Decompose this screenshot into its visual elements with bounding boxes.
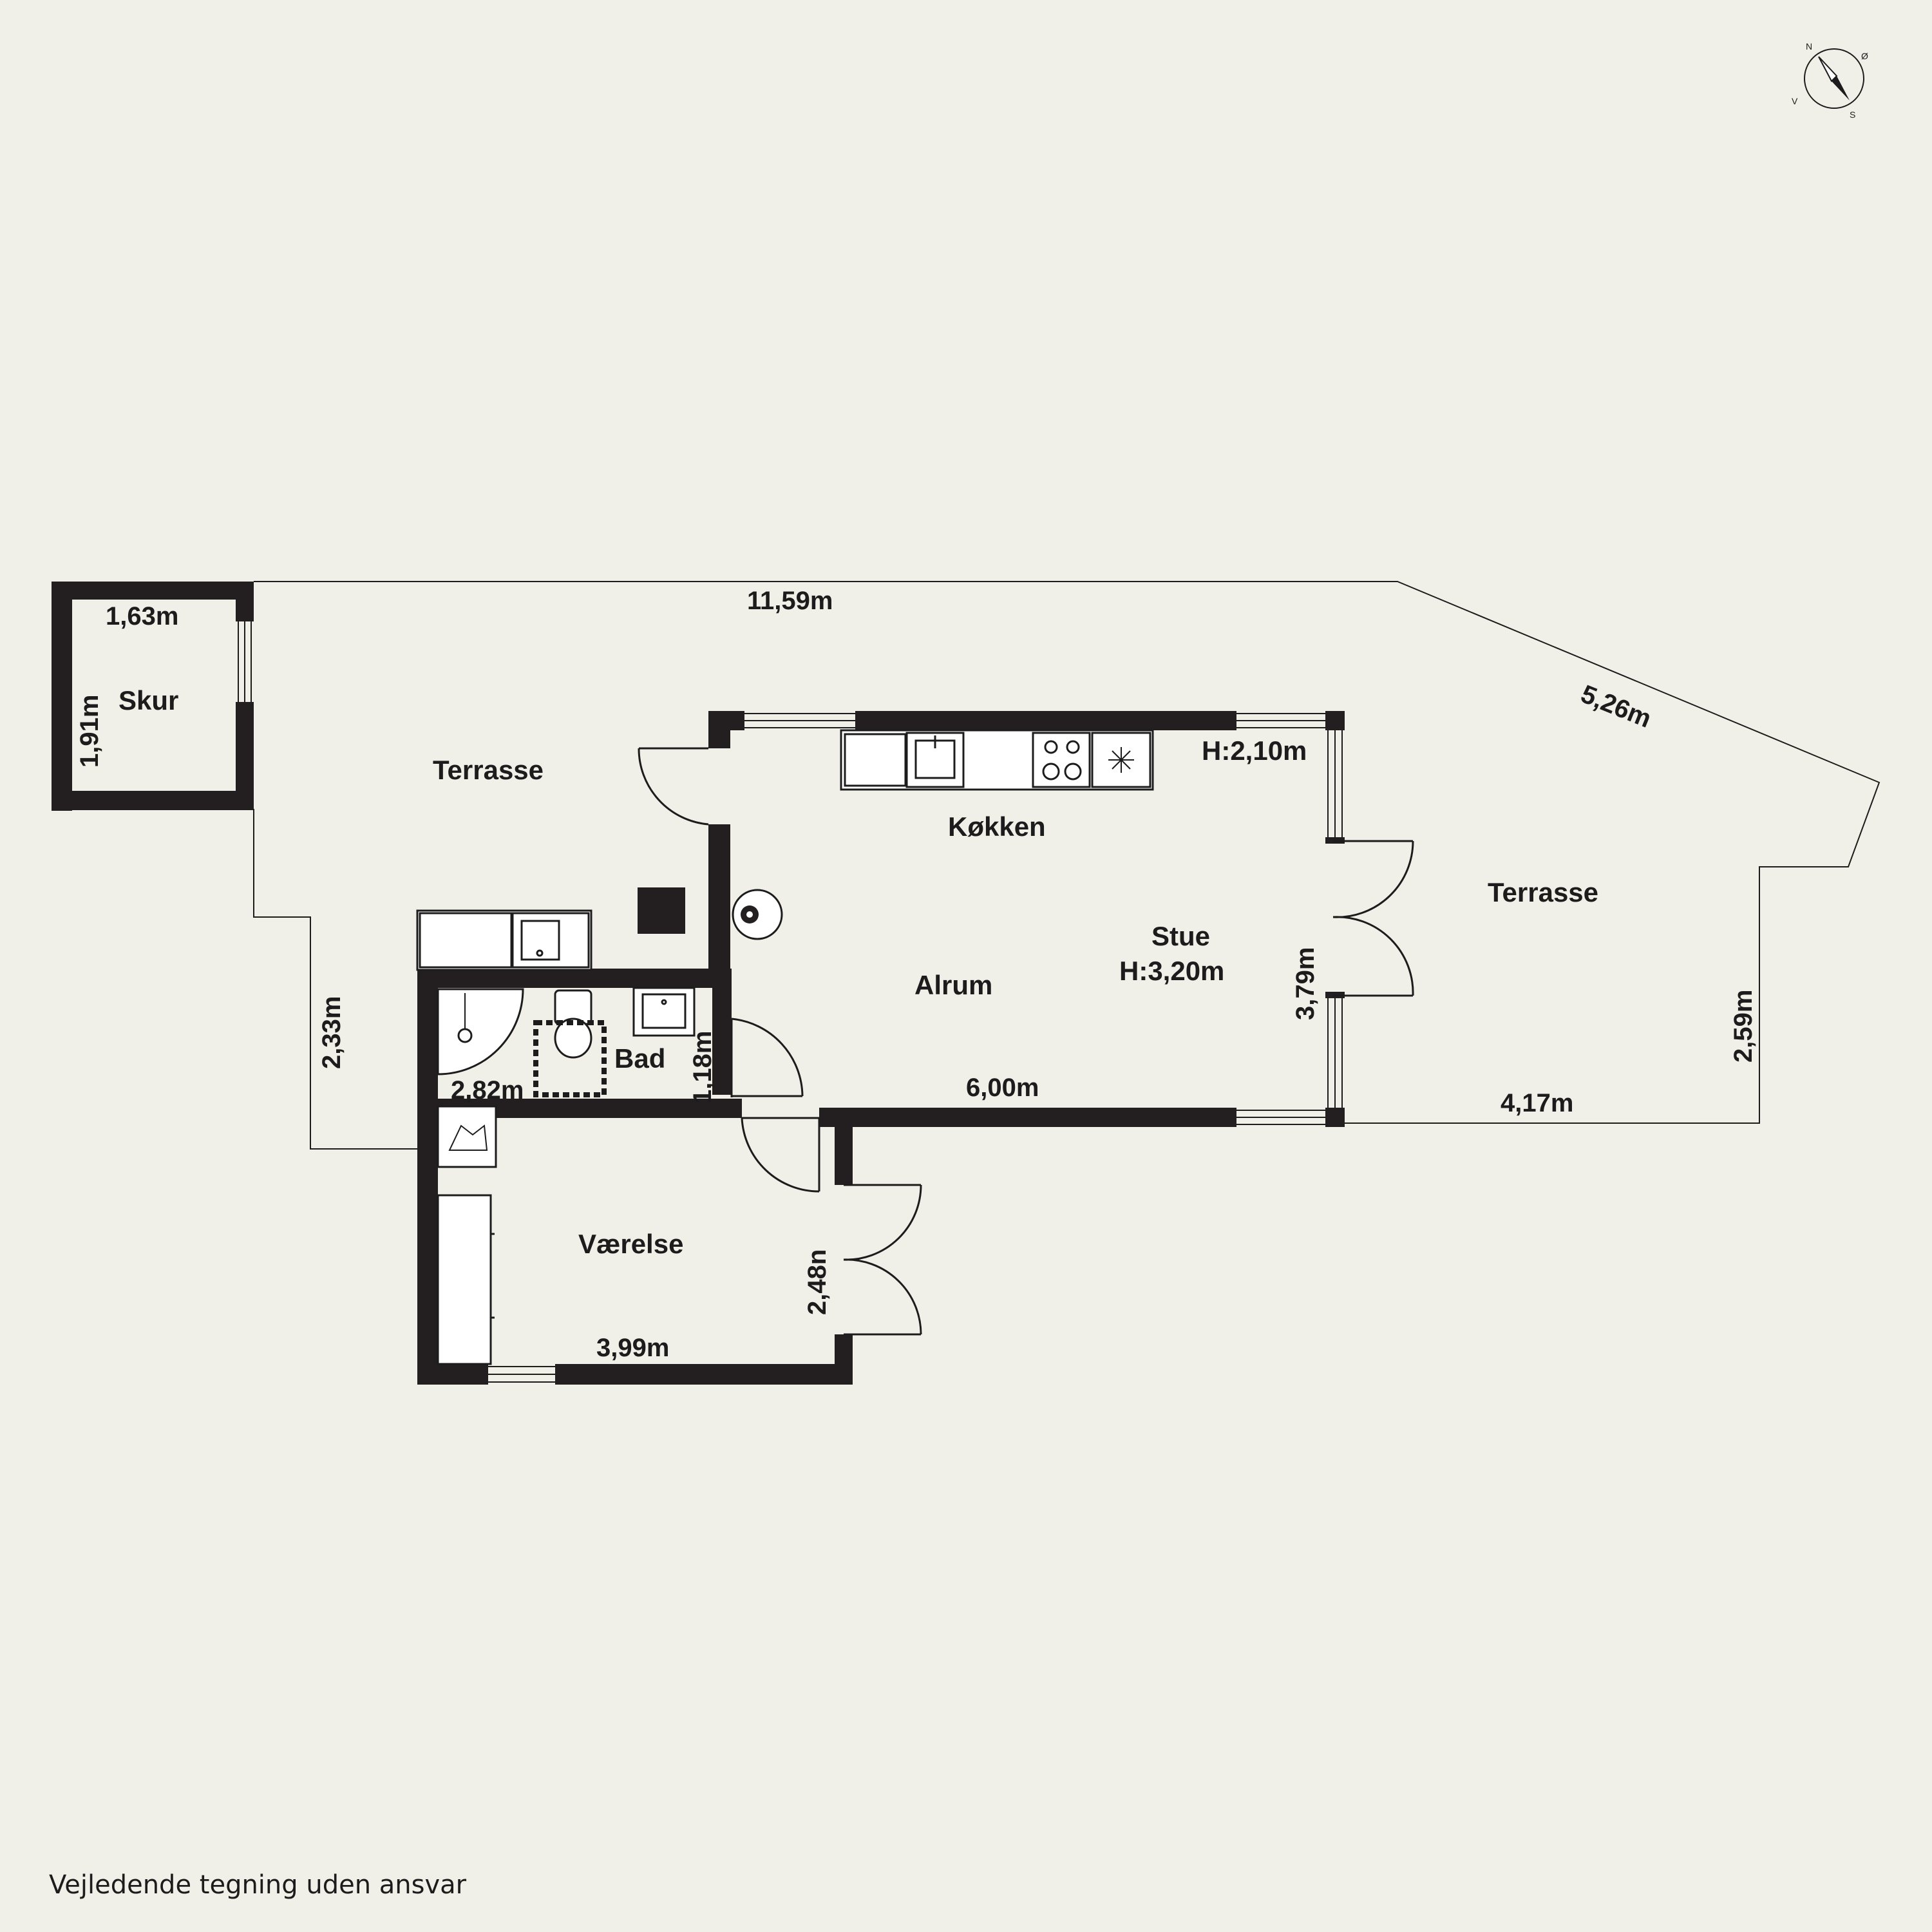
terrasse-left-lower-outline bbox=[253, 809, 417, 1150]
disclaimer-text: Vejledende tegning uden ansvar bbox=[49, 1870, 467, 1900]
wardrobe bbox=[437, 1194, 492, 1365]
room-label-bad: Bad bbox=[614, 1043, 665, 1074]
dim-bad-height: 1,18m bbox=[688, 1031, 717, 1104]
shower-icon bbox=[437, 988, 524, 1075]
dim-terrasse-right-width: 4,17m bbox=[1501, 1089, 1573, 1117]
boiler-icon bbox=[732, 889, 783, 940]
toilet-bowl-icon bbox=[554, 1018, 592, 1059]
window-top-left bbox=[744, 713, 855, 728]
door-double-right bbox=[1332, 840, 1414, 997]
compass-south-label: S bbox=[1850, 109, 1855, 120]
room-label-vaerelse: Værelse bbox=[578, 1229, 683, 1259]
room-label-stue: Stue bbox=[1151, 921, 1210, 951]
dim-diagonal: 5,26m bbox=[1577, 680, 1656, 734]
door-entrance bbox=[638, 747, 709, 826]
compass-east-label: Ø bbox=[1861, 51, 1868, 61]
windows bbox=[488, 713, 1343, 1383]
door-double-vaerelse bbox=[843, 1184, 922, 1336]
outdoor-counter bbox=[416, 909, 592, 971]
door-vaerelse bbox=[741, 1117, 820, 1193]
window-right-upper bbox=[1327, 730, 1343, 837]
room-label-stue-height: H:3,20m bbox=[1119, 956, 1224, 986]
compass-north-label: N bbox=[1806, 41, 1812, 52]
room-label-terrasse-left: Terrasse bbox=[433, 755, 544, 785]
dim-bad-width: 2,82m bbox=[451, 1076, 524, 1104]
dim-main-width: 6,00m bbox=[966, 1074, 1039, 1102]
room-label-skur: Skur bbox=[118, 685, 178, 715]
dim-terrasse-right-height: 2,59m bbox=[1729, 990, 1757, 1063]
room-label-kokken: Køkken bbox=[948, 811, 1046, 842]
compass-icon: N Ø S V bbox=[1792, 41, 1868, 120]
window-vaerelse-bottom bbox=[488, 1366, 555, 1383]
kitchen-counter bbox=[840, 729, 1154, 791]
window-top-right bbox=[1236, 713, 1325, 728]
outdoor-block bbox=[638, 887, 685, 934]
room-label-ceiling-height: H:2,10m bbox=[1202, 735, 1307, 766]
dim-terrasse-left-height: 2,33m bbox=[317, 996, 346, 1069]
window-bottom-right bbox=[1236, 1110, 1325, 1125]
vaerelse-fixtures bbox=[437, 1105, 497, 1365]
dim-vaerelse-height: 2,48n bbox=[803, 1249, 831, 1315]
door-bad bbox=[730, 1018, 804, 1097]
dim-main-height: 3,79m bbox=[1291, 947, 1320, 1020]
dim-skur-width: 1,63m bbox=[106, 602, 178, 630]
room-label-alrum: Alrum bbox=[914, 970, 992, 1000]
room-label-terrasse-right: Terrasse bbox=[1488, 877, 1598, 907]
compass-west-label: V bbox=[1792, 96, 1798, 106]
skur-window bbox=[238, 621, 252, 702]
dim-vaerelse-width: 3,99m bbox=[596, 1334, 669, 1362]
terrasse-left-outline bbox=[254, 581, 1880, 1124]
small-cabinet bbox=[437, 1105, 497, 1168]
doors bbox=[638, 747, 1414, 1336]
bath-mat bbox=[533, 1020, 607, 1097]
fan-icon bbox=[1108, 747, 1134, 773]
dim-top-length: 11,59m bbox=[747, 587, 833, 615]
window-right-lower bbox=[1327, 998, 1343, 1108]
bad-fixtures bbox=[437, 987, 696, 1097]
skur-walls bbox=[52, 582, 254, 811]
dim-skur-height: 1,91m bbox=[75, 695, 104, 768]
